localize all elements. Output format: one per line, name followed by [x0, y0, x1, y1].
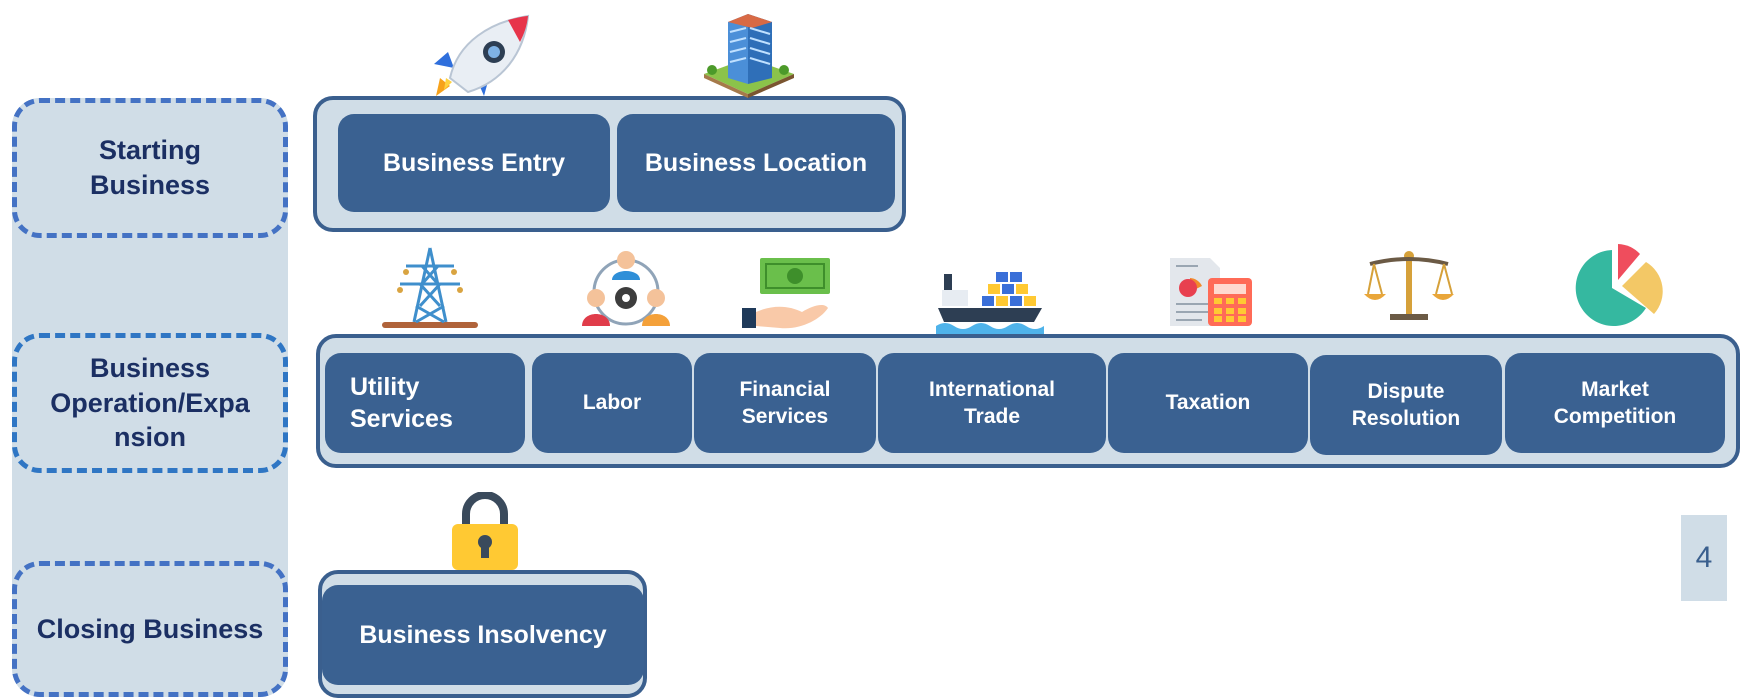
padlock-icon: [452, 492, 518, 570]
phase-business-operation: Business Operation/Expa nsion: [12, 333, 288, 473]
pie-chart-icon: [1575, 244, 1663, 326]
phase-label: Closing Business: [36, 613, 264, 644]
topic-taxation: Taxation: [1108, 353, 1308, 453]
topic-label: Dispute Resolution: [1351, 379, 1461, 430]
topic-label: Taxation: [1165, 391, 1251, 415]
topic-label: Market Competition: [1553, 377, 1677, 428]
topic-business-insolvency: Business Insolvency: [322, 585, 644, 685]
page-number: 4: [1681, 515, 1727, 601]
topic-international-trade: International Trade: [878, 353, 1106, 453]
topic-market-competition: Market Competition: [1505, 353, 1725, 453]
topic-label: Financial Services: [739, 377, 831, 428]
topic-business-entry: Business Entry: [338, 114, 610, 212]
topic-label: Business Insolvency: [359, 620, 607, 649]
power-tower-icon: [382, 247, 478, 328]
money-hand-icon: [742, 258, 830, 329]
topic-label: Utility Services: [350, 372, 453, 434]
topic-labor: Labor: [532, 353, 692, 453]
scales-of-justice-icon: [1364, 251, 1454, 320]
topic-label: International Trade: [928, 377, 1055, 428]
topic-business-location: Business Location: [617, 114, 895, 212]
phase-label: Starting Business: [89, 135, 211, 200]
topic-dispute-resolution: Dispute Resolution: [1310, 355, 1502, 455]
cargo-ship-icon: [936, 272, 1044, 334]
tax-calculator-icon: [1170, 258, 1252, 326]
topic-label: Business Location: [644, 148, 868, 177]
topic-label: Business Entry: [382, 148, 565, 177]
office-building-icon: [704, 14, 794, 98]
rocket-icon: [434, 14, 530, 96]
topic-utility-services: Utility Services: [325, 353, 525, 453]
phase-starting-business: Starting Business: [12, 98, 288, 238]
phase-label: Business Operation/Expa nsion: [50, 353, 250, 453]
topic-financial-services: Financial Services: [694, 353, 876, 453]
team-gear-icon: [582, 251, 670, 326]
topic-label: Labor: [582, 391, 642, 415]
phase-closing-business: Closing Business: [12, 561, 288, 697]
